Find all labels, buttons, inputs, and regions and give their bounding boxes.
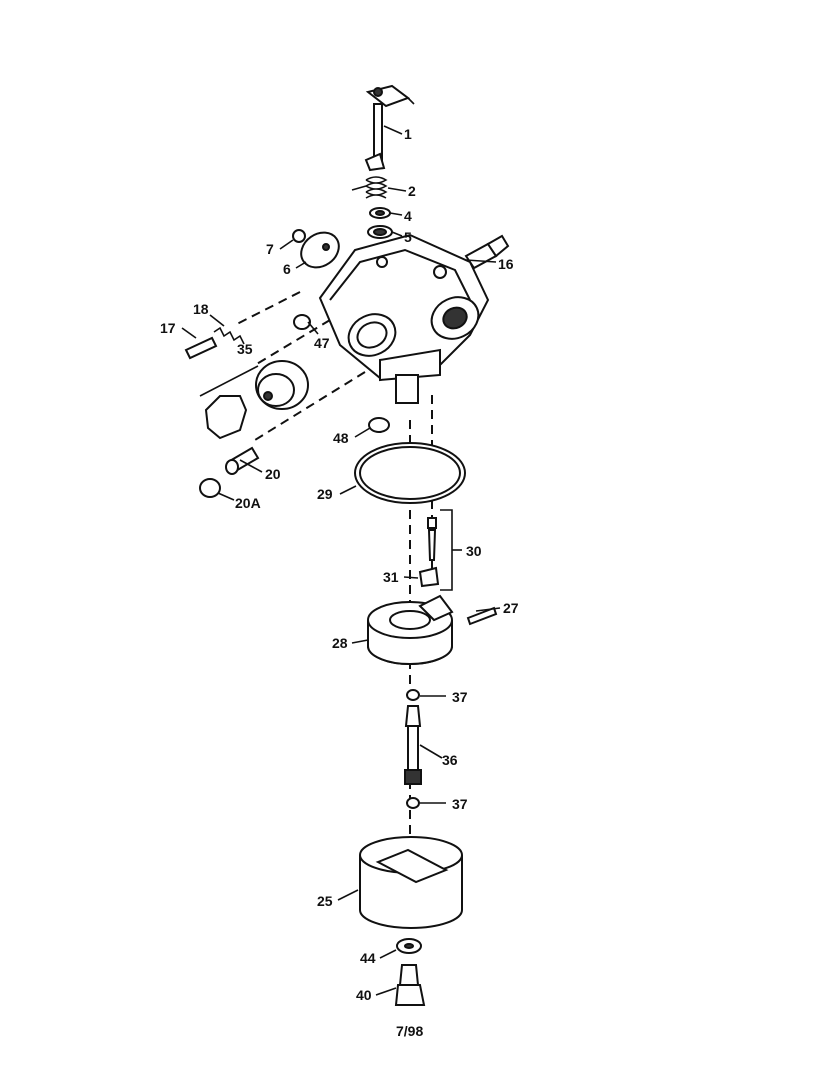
main-nozzle-part	[404, 705, 422, 785]
choke-shaft-part	[225, 446, 260, 475]
bowl-gasket-part	[354, 442, 466, 504]
callout-40: 40	[356, 987, 372, 1003]
o-ring-part	[293, 314, 311, 330]
spring-part	[351, 176, 388, 199]
callout-28: 28	[332, 635, 348, 651]
callout-1: 1	[404, 126, 412, 142]
callout-18: 18	[193, 301, 209, 317]
callout-25: 25	[317, 893, 333, 909]
float-pin-part	[466, 606, 498, 626]
date-code: 7/98	[396, 1023, 423, 1039]
welch-plug-part	[368, 417, 390, 433]
upper-o-ring-part	[406, 689, 420, 701]
callout-16: 16	[498, 256, 514, 272]
float-bowl-part	[359, 836, 463, 929]
callout-37-lower: 37	[452, 796, 468, 812]
callout-35: 35	[237, 341, 253, 357]
callout-47: 47	[314, 335, 330, 351]
callout-44: 44	[360, 950, 376, 966]
throttle-shaft-part	[364, 84, 415, 172]
callout-2: 2	[408, 183, 416, 199]
seal-part	[367, 225, 393, 239]
callout-37-upper: 37	[452, 689, 468, 705]
carburetor-body-part	[318, 233, 490, 404]
callout-48: 48	[333, 430, 349, 446]
callout-7: 7	[266, 241, 274, 257]
callout-31: 31	[383, 569, 399, 585]
cap-part	[199, 478, 221, 498]
callout-20a: 20A	[235, 495, 261, 511]
callout-17: 17	[160, 320, 176, 336]
throttle-plate-part	[300, 231, 340, 269]
callout-20: 20	[265, 466, 281, 482]
needle-clip-part	[418, 566, 440, 588]
bowl-nut-part	[394, 964, 426, 1006]
washer-part	[369, 207, 391, 219]
idle-spring-part	[213, 326, 245, 345]
plate-screw-part	[292, 229, 306, 243]
lower-o-ring-part	[406, 797, 420, 809]
bowl-washer-part	[396, 938, 422, 954]
callout-30: 30	[466, 543, 482, 559]
callout-5: 5	[404, 229, 412, 245]
callout-labels: 1 2 4 5 7 6 16 18 17 47 35 48 20 20A 29 …	[160, 126, 519, 1003]
callout-4: 4	[404, 208, 412, 224]
choke-assembly-part	[199, 360, 309, 440]
callout-29: 29	[317, 486, 333, 502]
callout-6: 6	[283, 261, 291, 277]
idle-screw-part	[184, 336, 218, 360]
callout-36: 36	[442, 752, 458, 768]
float-part	[367, 594, 454, 665]
callout-27: 27	[503, 600, 519, 616]
leader-lines	[181, 125, 501, 996]
